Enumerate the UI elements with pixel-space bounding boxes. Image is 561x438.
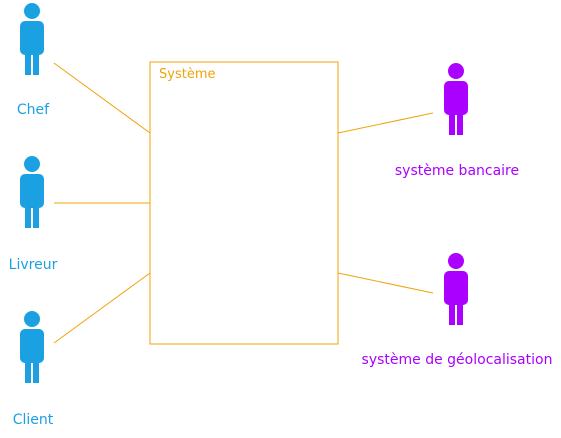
actor-label-livreur: Livreur [8,257,58,273]
actor-livreur-icon[interactable] [20,156,44,228]
association-bank[interactable] [337,112,434,134]
actor-chef-icon[interactable] [20,3,44,75]
actor-label-chef: Chef [16,102,50,118]
system-title: Système [159,67,216,82]
actor-bank-icon[interactable] [444,63,468,135]
actor-label-bank: système bancaire [394,163,520,179]
system-boundary[interactable] [149,61,339,345]
association-chef[interactable] [53,62,151,134]
association-client[interactable] [53,272,151,344]
actor-label-geo: système de géolocalisation [361,352,553,368]
actor-label-client: Client [12,412,54,428]
actor-client-icon[interactable] [20,311,44,383]
association-geo[interactable] [337,272,434,294]
actor-geo-icon[interactable] [444,253,468,325]
